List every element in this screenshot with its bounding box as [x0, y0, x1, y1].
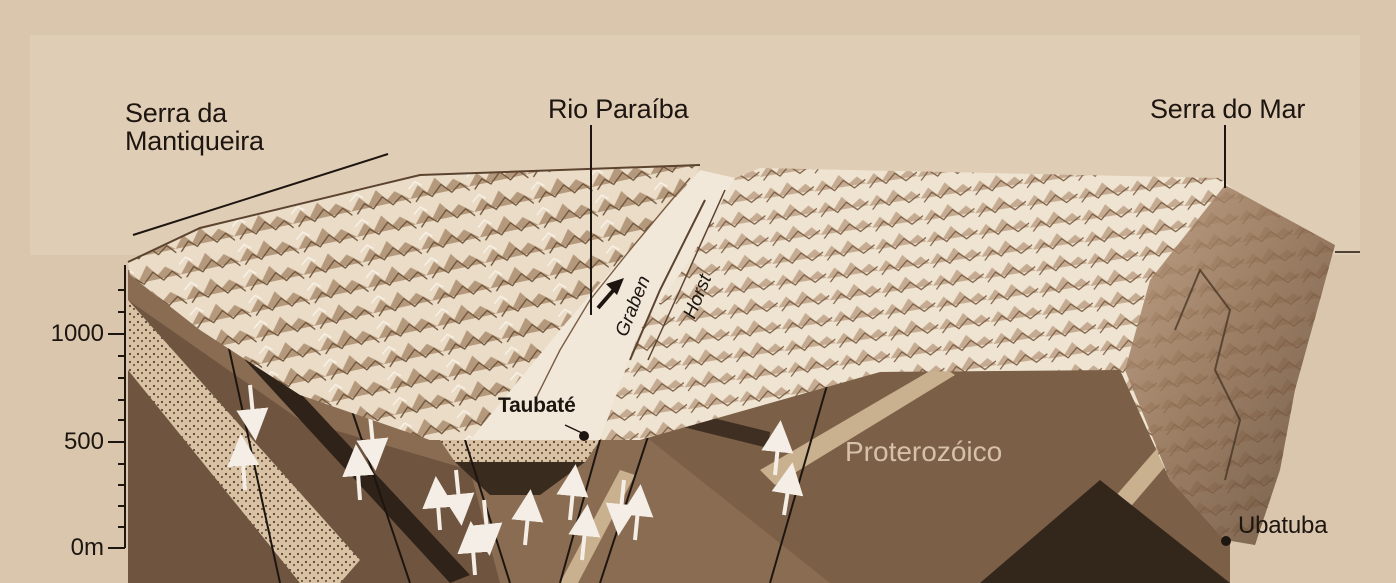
scale-label-1000: 1000 — [38, 320, 104, 348]
label-proterozoico: Proterozóico — [845, 436, 1002, 468]
ubatuba-marker — [1221, 536, 1231, 546]
graben-sediment — [440, 440, 600, 462]
label-rio-paraiba: Rio Paraíba — [548, 96, 688, 124]
label-taubate: Taubaté — [498, 395, 576, 416]
label-ubatuba: Ubatuba — [1238, 514, 1327, 538]
label-serra-da-mantiqueira: Serra da Mantiqueira — [125, 100, 325, 155]
scale-label-0m: 0m — [38, 534, 104, 562]
label-serra-do-mar: Serra do Mar — [1150, 96, 1305, 124]
scale-label-500: 500 — [38, 428, 104, 456]
